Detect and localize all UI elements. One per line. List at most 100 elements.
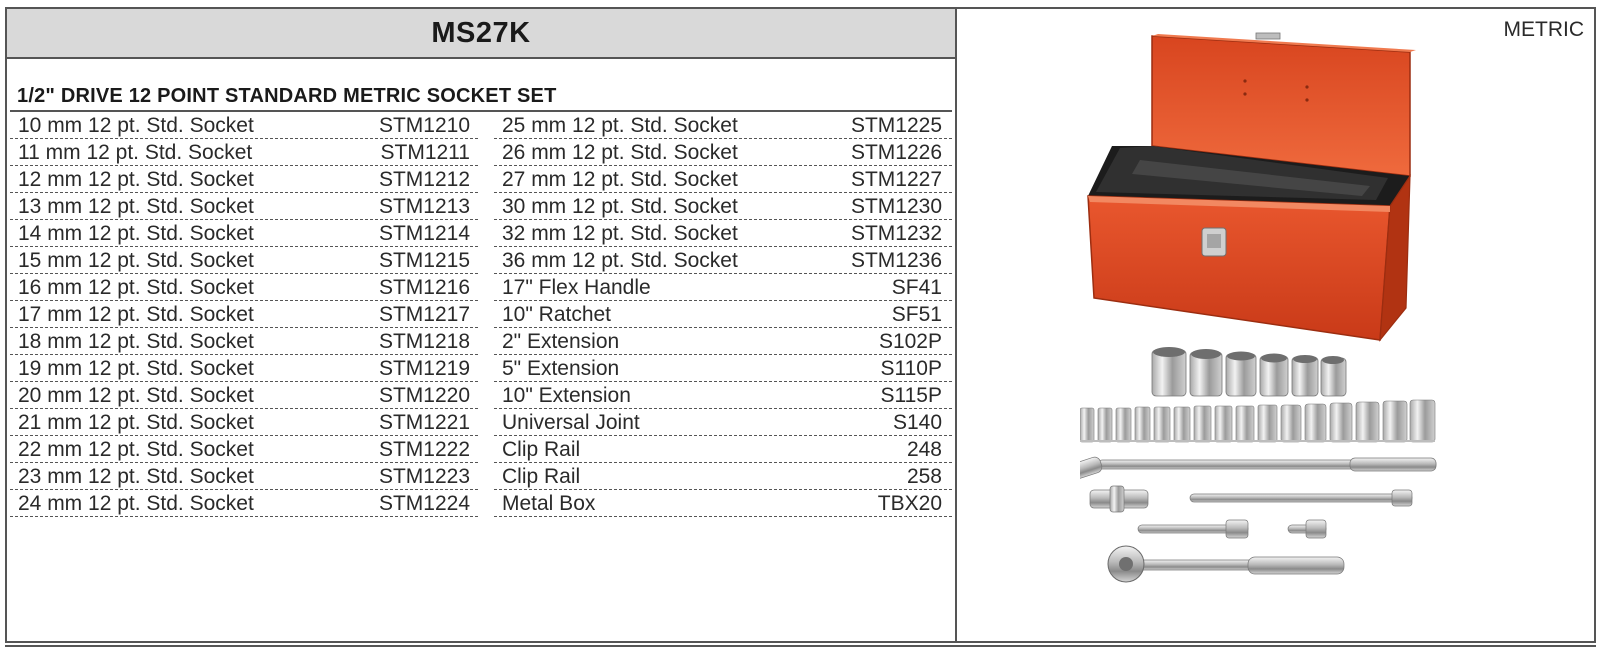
table-row: 14 mm 12 pt. Std. Socket STM1214: [10, 220, 478, 247]
item-part-number: STM1222: [378, 438, 470, 461]
item-description: 17" Flex Handle: [502, 276, 651, 299]
table-row: 2" Extension S102P: [494, 328, 952, 355]
item-part-number: SF51: [891, 303, 942, 326]
item-part-number: STM1215: [378, 249, 470, 272]
item-description: Metal Box: [502, 492, 596, 515]
table-row: 19 mm 12 pt. Std. Socket STM1219: [10, 355, 478, 382]
column-divider: [955, 7, 957, 643]
table-row: Universal Joint S140: [494, 409, 952, 436]
table-row: 21 mm 12 pt. Std. Socket STM1221: [10, 409, 478, 436]
item-description: Clip Rail: [502, 465, 581, 488]
item-part-number: STM1223: [378, 465, 470, 488]
item-description: 25 mm 12 pt. Std. Socket: [502, 114, 738, 137]
table-row: 18 mm 12 pt. Std. Socket STM1218: [10, 328, 478, 355]
item-part-number: STM1236: [850, 249, 942, 272]
table-row: 20 mm 12 pt. Std. Socket STM1220: [10, 382, 478, 409]
table-row: 27 mm 12 pt. Std. Socket STM1227: [494, 166, 952, 193]
table-row: 5" Extension S110P: [494, 355, 952, 382]
item-description: 21 mm 12 pt. Std. Socket: [18, 411, 254, 434]
table-row: 13 mm 12 pt. Std. Socket STM1213: [10, 193, 478, 220]
table-row: 10" Ratchet SF51: [494, 301, 952, 328]
five-inch-extension-image: [1137, 519, 1249, 539]
item-description: 10" Ratchet: [502, 303, 612, 326]
item-part-number: S140: [892, 411, 942, 434]
item-description: Clip Rail: [502, 438, 581, 461]
table-row: 17 mm 12 pt. Std. Socket STM1217: [10, 301, 478, 328]
item-description: 18 mm 12 pt. Std. Socket: [18, 330, 254, 353]
item-description: 5" Extension: [502, 357, 620, 380]
item-description: 26 mm 12 pt. Std. Socket: [502, 141, 738, 164]
item-description: 13 mm 12 pt. Std. Socket: [18, 195, 254, 218]
two-inch-extension-image: [1287, 519, 1327, 539]
universal-joint-image: [1089, 485, 1149, 513]
parts-column-right: 25 mm 12 pt. Std. Socket STM1225 26 mm 12…: [494, 112, 952, 517]
product-frame: [5, 7, 1596, 643]
table-row: Clip Rail 248: [494, 436, 952, 463]
model-title: MS27K: [7, 9, 955, 59]
table-row: 30 mm 12 pt. Std. Socket STM1230: [494, 193, 952, 220]
table-row: 17" Flex Handle SF41: [494, 274, 952, 301]
item-part-number: 258: [906, 465, 942, 488]
item-part-number: STM1221: [378, 411, 470, 434]
item-description: 27 mm 12 pt. Std. Socket: [502, 168, 738, 191]
item-part-number: STM1224: [378, 492, 470, 515]
item-part-number: STM1216: [378, 276, 470, 299]
item-part-number: S110P: [880, 357, 943, 380]
item-part-number: STM1230: [850, 195, 942, 218]
item-description: 16 mm 12 pt. Std. Socket: [18, 276, 254, 299]
table-row: 22 mm 12 pt. Std. Socket STM1222: [10, 436, 478, 463]
item-description: 22 mm 12 pt. Std. Socket: [18, 438, 254, 461]
item-part-number: STM1219: [378, 357, 470, 380]
table-row: 25 mm 12 pt. Std. Socket STM1225: [494, 112, 952, 139]
table-row: 26 mm 12 pt. Std. Socket STM1226: [494, 139, 952, 166]
set-title: 1/2" DRIVE 12 POINT STANDARD METRIC SOCK…: [17, 85, 557, 107]
small-sockets-row: [1080, 399, 1436, 443]
item-part-number: STM1211: [380, 141, 471, 164]
item-description: 20 mm 12 pt. Std. Socket: [18, 384, 254, 407]
table-row: 32 mm 12 pt. Std. Socket STM1232: [494, 220, 952, 247]
table-row: 15 mm 12 pt. Std. Socket STM1215: [10, 247, 478, 274]
tool-box-image: [1087, 32, 1416, 342]
table-row: 11 mm 12 pt. Std. Socket STM1211: [10, 139, 478, 166]
item-description: Universal Joint: [502, 411, 640, 434]
item-description: 17 mm 12 pt. Std. Socket: [18, 303, 254, 326]
item-part-number: STM1218: [378, 330, 470, 353]
bottom-rule: [5, 645, 1596, 647]
item-part-number: STM1210: [378, 114, 470, 137]
item-part-number: S102P: [878, 330, 942, 353]
item-description: 32 mm 12 pt. Std. Socket: [502, 222, 738, 245]
product-photo: [1080, 32, 1437, 583]
table-row: 10 mm 12 pt. Std. Socket STM1210: [10, 112, 478, 139]
item-part-number: 248: [906, 438, 942, 461]
item-part-number: STM1227: [850, 168, 942, 191]
item-description: 11 mm 12 pt. Std. Socket: [18, 141, 253, 164]
table-row: Clip Rail 258: [494, 463, 952, 490]
title-rule: [10, 110, 952, 112]
item-description: 2" Extension: [502, 330, 620, 353]
item-part-number: STM1213: [378, 195, 470, 218]
ratchet-image: [1107, 545, 1345, 583]
item-part-number: STM1232: [850, 222, 942, 245]
item-description: 15 mm 12 pt. Std. Socket: [18, 249, 254, 272]
large-sockets-row: [1151, 347, 1347, 397]
item-part-number: STM1212: [378, 168, 470, 191]
item-part-number: STM1225: [850, 114, 942, 137]
ten-inch-extension-image: [1189, 489, 1413, 507]
parts-column-left: 10 mm 12 pt. Std. Socket STM1210 11 mm 12…: [10, 112, 478, 517]
metric-tag: METRIC: [1503, 18, 1585, 41]
item-description: 10 mm 12 pt. Std. Socket: [18, 114, 254, 137]
item-description: 30 mm 12 pt. Std. Socket: [502, 195, 738, 218]
item-part-number: STM1220: [378, 384, 470, 407]
item-part-number: STM1226: [850, 141, 942, 164]
item-description: 14 mm 12 pt. Std. Socket: [18, 222, 254, 245]
item-description: 10" Extension: [502, 384, 631, 407]
item-part-number: STM1217: [378, 303, 470, 326]
item-description: 19 mm 12 pt. Std. Socket: [18, 357, 254, 380]
item-part-number: STM1214: [378, 222, 470, 245]
item-part-number: SF41: [891, 276, 942, 299]
